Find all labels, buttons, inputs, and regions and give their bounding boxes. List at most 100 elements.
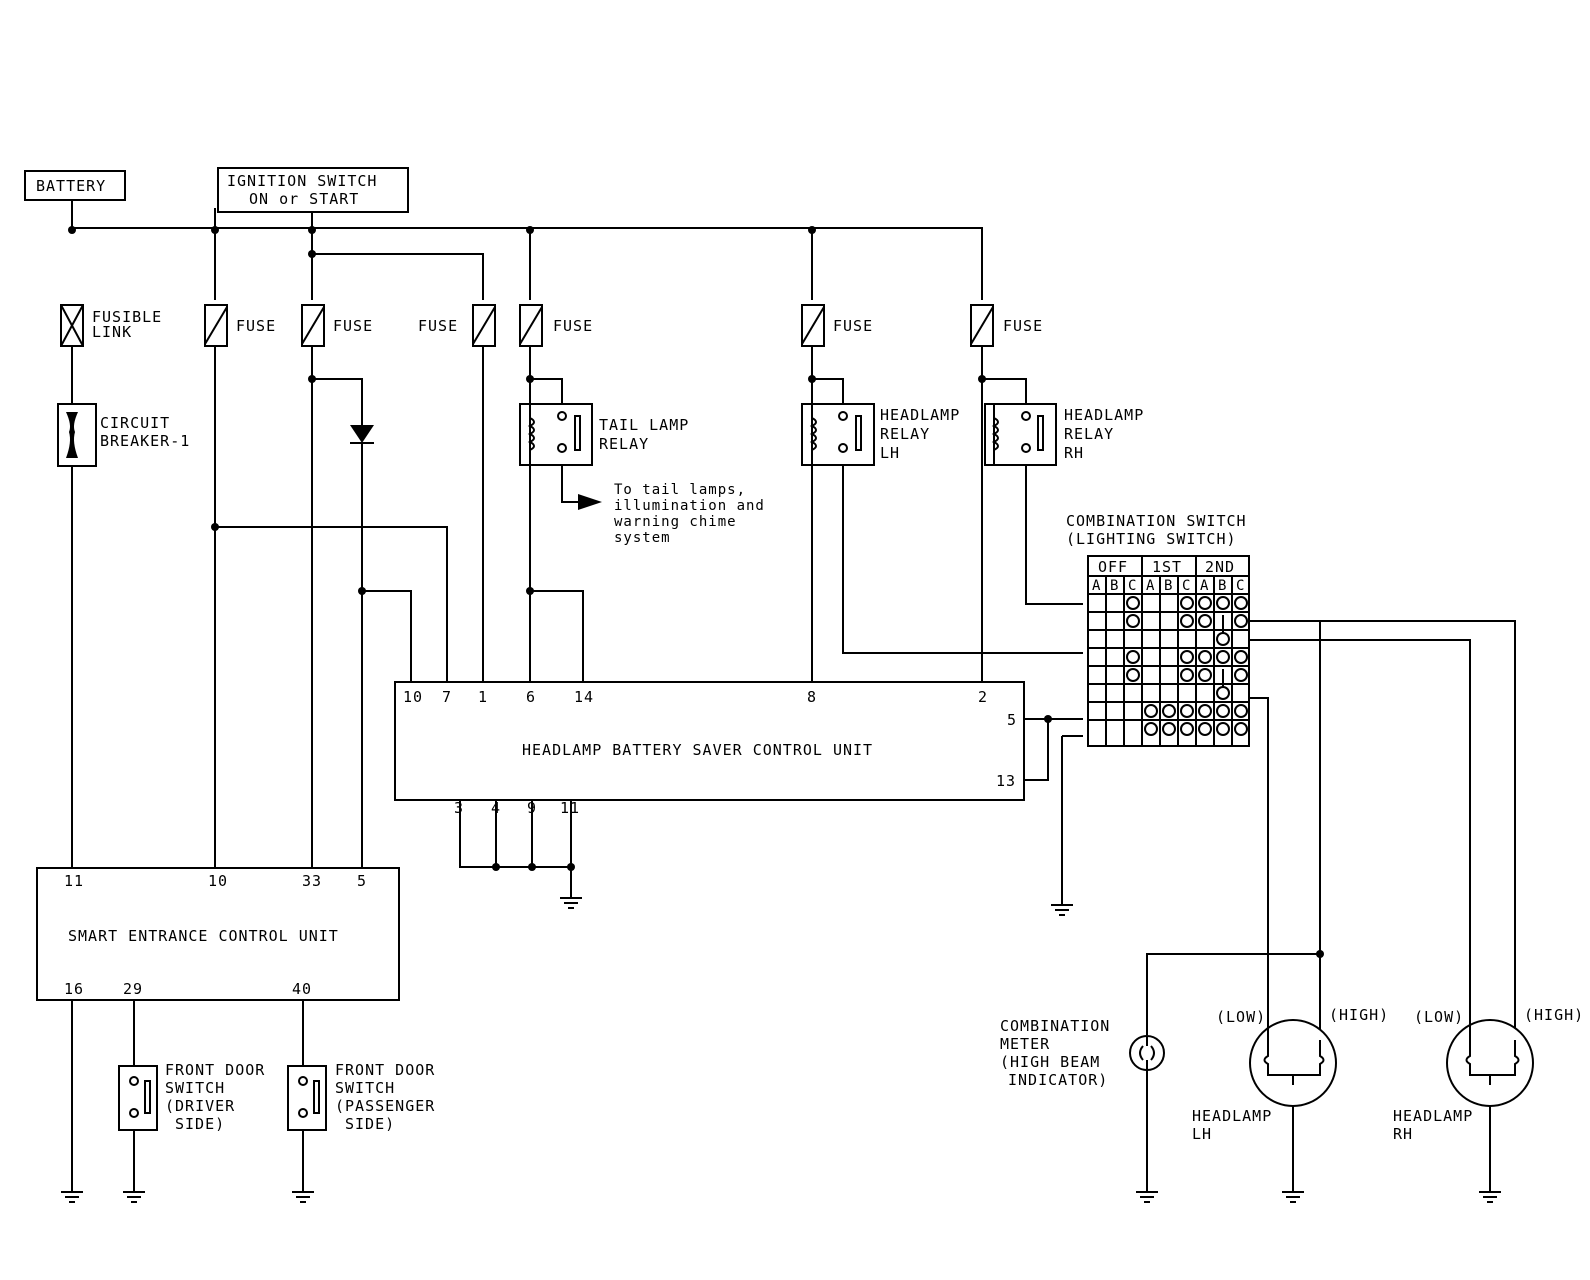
circuit-breaker-label-line1: CIRCUIT <box>100 414 170 432</box>
door-switch-driver-label-line1: FRONT DOOR <box>165 1061 265 1079</box>
headlamp-lh-label-line2: LH <box>1192 1125 1212 1143</box>
ground-icon <box>123 1191 145 1203</box>
headlamp-relay-lh-label-line3: LH <box>880 444 900 462</box>
ground-icon <box>1282 1191 1304 1203</box>
ground-icon <box>1479 1191 1501 1203</box>
tail-lamp-relay-label-line2: RELAY <box>599 435 649 453</box>
ground-icon <box>1051 904 1073 916</box>
battery-saver-pin: 3 <box>454 799 464 817</box>
switch-contact <box>1198 704 1212 718</box>
switch-contact <box>1234 650 1248 664</box>
switch-contact <box>1198 650 1212 664</box>
switch-contact <box>1144 704 1158 718</box>
battery-saver-pin: 2 <box>978 688 988 706</box>
circuit-breaker-icon <box>57 403 97 467</box>
switch-contact <box>1234 596 1248 610</box>
ground-icon <box>560 897 582 909</box>
smart-entrance-pin: 29 <box>123 980 143 998</box>
meter-label-line1: COMBINATION <box>1000 1017 1110 1035</box>
fusible-link-icon <box>60 304 84 347</box>
switch-contact <box>1216 686 1230 700</box>
switch-contact <box>1180 650 1194 664</box>
headlamp-relay-lh-label-line1: HEADLAMP <box>880 406 960 424</box>
headlamp-relay-rh-icon <box>984 403 1057 466</box>
switch-contact <box>1126 596 1140 610</box>
headlamp-relay-lh-label-line2: RELAY <box>880 425 930 443</box>
tail-note-line3: warning chime <box>614 514 737 530</box>
circuit-breaker-label-line2: BREAKER-1 <box>100 432 190 450</box>
tail-lamp-relay-icon <box>519 403 593 466</box>
switch-contact <box>1216 704 1230 718</box>
headlamp-relay-rh-label-line1: HEADLAMP <box>1064 406 1144 424</box>
door-switch-passenger-label-line3: (PASSENGER <box>335 1097 435 1115</box>
battery-saver-pin: 1 <box>478 688 488 706</box>
smart-entrance-pin: 40 <box>292 980 312 998</box>
fuse-label: FUSE <box>833 317 873 335</box>
fuse-label: FUSE <box>418 317 458 335</box>
switch-contact <box>1126 668 1140 682</box>
headlamp-rh-label-line1: HEADLAMP <box>1393 1107 1473 1125</box>
ground-icon <box>1136 1191 1158 1203</box>
door-switch-passenger-label-line4: SIDE) <box>345 1115 395 1133</box>
combination-switch-title-line1: COMBINATION SWITCH <box>1066 512 1247 530</box>
fuse-icon <box>472 304 496 347</box>
fuse-icon <box>204 304 228 347</box>
smart-entrance-pin: 10 <box>208 872 228 890</box>
switch-contact <box>1198 614 1212 628</box>
tail-note-line4: system <box>614 530 671 546</box>
door-switch-driver-label-line2: SWITCH <box>165 1079 225 1097</box>
tail-lamp-relay-label-line1: TAIL LAMP <box>599 416 689 434</box>
fusible-link-label-line2: LINK <box>92 323 132 341</box>
headlamp-battery-saver-control-unit: HEADLAMP BATTERY SAVER CONTROL UNIT 10 7… <box>394 681 1025 817</box>
tail-note-line2: illumination and <box>614 498 765 514</box>
door-switch-driver-label-line3: (DRIVER <box>165 1097 235 1115</box>
switch-contact <box>1216 650 1230 664</box>
switch-contact <box>1126 614 1140 628</box>
switch-contact <box>1198 668 1212 682</box>
switch-col-header: C <box>1128 578 1137 594</box>
battery-label: BATTERY <box>36 177 106 195</box>
meter-label-line4: INDICATOR) <box>1008 1071 1108 1089</box>
headlamp-rh-icon <box>1446 1019 1534 1107</box>
ground-icon <box>292 1191 314 1203</box>
headlamp-relay-rh-label-line3: RH <box>1064 444 1084 462</box>
headlamp-lh-high-label: (HIGH) <box>1329 1006 1389 1024</box>
switch-col-header: A <box>1146 578 1155 594</box>
fuse-label: FUSE <box>333 317 373 335</box>
battery-saver-pin: 6 <box>526 688 536 706</box>
door-switch-passenger-label-line2: SWITCH <box>335 1079 395 1097</box>
fuse-label: FUSE <box>553 317 593 335</box>
battery-saver-pin: 9 <box>527 799 537 817</box>
battery-saver-pin: 7 <box>442 688 452 706</box>
switch-col-header: C <box>1236 578 1245 594</box>
switch-contact <box>1216 722 1230 736</box>
arrow-icon <box>578 494 602 510</box>
switch-contact <box>1234 722 1248 736</box>
fuse-icon <box>970 304 994 347</box>
headlamp-relay-lh-icon <box>801 403 875 466</box>
door-switch-driver-label-line4: SIDE) <box>175 1115 225 1133</box>
switch-contact <box>1180 704 1194 718</box>
switch-contact <box>1198 722 1212 736</box>
switch-contact <box>1180 668 1194 682</box>
switch-col-header: A <box>1092 578 1101 594</box>
combination-switch-table: OFF 1ST 2ND A B C A B C A B C <box>1087 555 1250 747</box>
switch-contact <box>1180 596 1194 610</box>
tail-note-line1: To tail lamps, <box>614 482 746 498</box>
fuse-label: FUSE <box>236 317 276 335</box>
battery-saver-pin: 10 <box>403 688 423 706</box>
battery-saver-unit-name: HEADLAMP BATTERY SAVER CONTROL UNIT <box>522 741 873 759</box>
fuse-icon <box>301 304 325 347</box>
meter-label-line3: (HIGH BEAM <box>1000 1053 1100 1071</box>
door-switch-passenger-label-line1: FRONT DOOR <box>335 1061 435 1079</box>
smart-entrance-control-unit: SMART ENTRANCE CONTROL UNIT 11 10 33 5 1… <box>36 867 400 1001</box>
diode-icon <box>350 425 374 444</box>
switch-contact <box>1162 704 1176 718</box>
high-beam-indicator-icon <box>1129 1035 1165 1071</box>
junction-dots <box>68 226 1324 958</box>
headlamp-lh-low-label: (LOW) <box>1216 1008 1266 1026</box>
switch-contact <box>1180 614 1194 628</box>
combination-switch-title-line2: (LIGHTING SWITCH) <box>1066 530 1237 548</box>
switch-contact <box>1144 722 1158 736</box>
